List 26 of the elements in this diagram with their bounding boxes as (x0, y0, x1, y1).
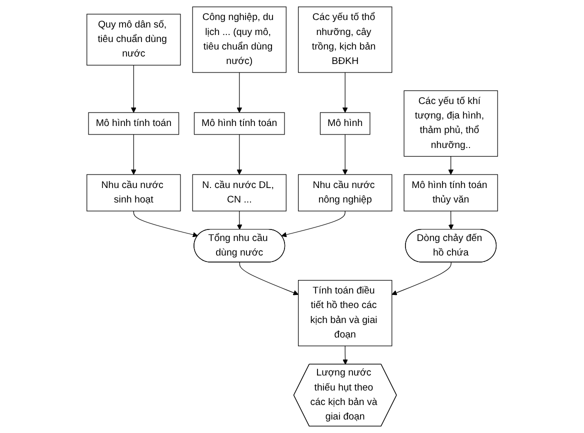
node-box: N. cầu nước DL, CN ... (192, 174, 286, 212)
arrow (391, 262, 452, 296)
arrow (239, 262, 298, 296)
arrow (342, 346, 348, 365)
node-box: Các yếu tố thổ nhưỡng, cây trồng, kịch bản BĐKH (298, 6, 392, 73)
arrow (342, 134, 348, 175)
node-box: Tính toán điều tiết hồ theo các kịch bản và giai đoạn (298, 280, 392, 346)
node-box: Các yếu tố khí tượng, địa hình, thảm phủ, thổ nhưỡng.. (404, 90, 498, 157)
arrow (236, 210, 242, 230)
node-box: Mô hình (320, 112, 370, 135)
node-box: Mô hình tính toán thủy văn (404, 174, 498, 212)
arrow (133, 210, 198, 238)
node-box: Nhu cầu nước sinh hoạt (86, 174, 180, 212)
node-box: Mô hình tính toán (88, 112, 179, 135)
node-box: Nhu cầu nước nông nghiệp (298, 174, 392, 212)
arrow (130, 64, 136, 113)
arrow (448, 210, 454, 230)
node-box: Mô hình tính toán (194, 112, 285, 135)
arrow (342, 72, 348, 113)
arrow (236, 134, 242, 175)
arrow (130, 134, 136, 175)
node-box: Quy mô dân số, tiêu chuẩn dùng nước (86, 14, 180, 66)
arrow (281, 210, 346, 238)
node-box: Công nghiệp, du lịch ... (quy mô, tiêu chuẩn dùng nước) (192, 6, 286, 73)
arrow (236, 72, 242, 113)
arrow (448, 156, 454, 175)
